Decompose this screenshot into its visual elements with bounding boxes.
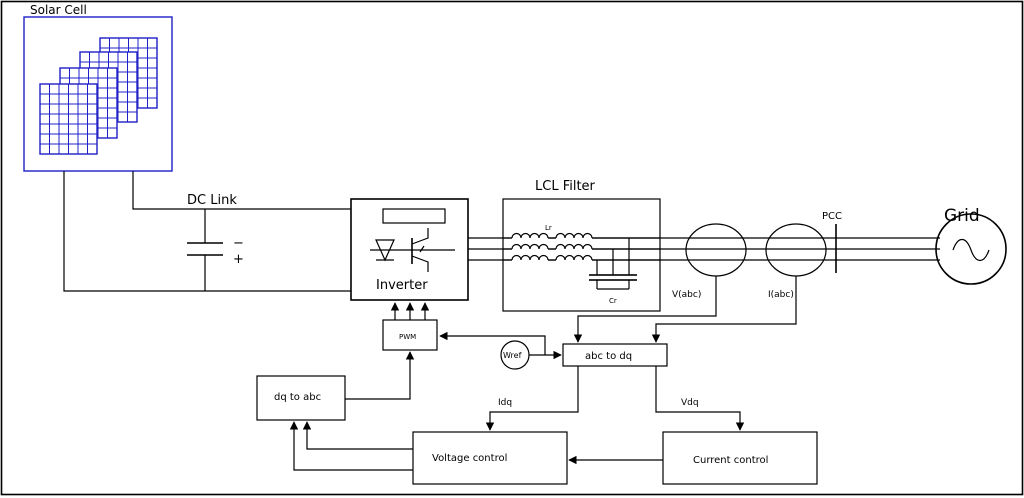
- abc-to-dq-label: abc to dq: [585, 351, 632, 362]
- pcc-label: PCC: [822, 211, 842, 222]
- inverter-switch-icon: [370, 228, 455, 272]
- inductor-coil: [511, 232, 549, 239]
- dq-abc-to-pwm: [345, 351, 415, 400]
- solar-panels: [39, 37, 158, 155]
- capacitor-cr-label: Cr: [609, 297, 617, 305]
- v-abc-label: V(abc): [672, 290, 701, 300]
- voltage-control-box: [412, 431, 568, 485]
- theta-to-pwm: [439, 331, 546, 355]
- inductor-label: Lr: [545, 224, 552, 232]
- vdq-signal: [655, 366, 745, 431]
- dq-to-abc-label: dq to abc: [274, 392, 321, 403]
- lcl-filter-box: [502, 198, 661, 312]
- current-control-label: Current control: [693, 455, 768, 466]
- i-abc-label: I(abc): [768, 290, 794, 300]
- inductor-coil: [511, 254, 549, 261]
- inverter-block: Inverter: [350, 198, 469, 301]
- dq-to-abc-block: dq to abc: [256, 375, 346, 421]
- idq-label: Idq: [498, 398, 512, 408]
- dq-to-abc-box: [256, 375, 346, 421]
- abc-to-dq-box: [562, 343, 668, 367]
- wref-block: Wref: [500, 340, 530, 370]
- capacitor-minus-label: −: [233, 236, 244, 251]
- voltage-control-to-dq-abc-2: [289, 421, 413, 471]
- solar-panel: [39, 83, 98, 155]
- voltage-control-label: Voltage control: [432, 453, 507, 464]
- abc-to-dq-block: abc to dq: [562, 343, 668, 367]
- dc-negative-wire: [63, 171, 351, 292]
- voltage-sensor: [685, 223, 747, 277]
- i-abc-feedback: [651, 276, 797, 343]
- dc-link-label: DC Link: [187, 193, 237, 208]
- inductor-coil: [511, 243, 549, 250]
- voltage-control-to-dq-abc-1: [302, 421, 413, 450]
- inverter-label: Inverter: [376, 278, 428, 293]
- solar-cell: Solar Cell: [23, 3, 173, 172]
- lcl-capacitors: Cr: [589, 238, 637, 305]
- voltage-control-block: Voltage control: [412, 431, 568, 485]
- lcl-inductors: [511, 232, 593, 261]
- inductor-coil: [555, 243, 593, 250]
- inverter-display: [382, 208, 446, 224]
- pwm-block: PWM: [382, 319, 438, 351]
- vdq-label: Vdq: [681, 398, 699, 408]
- dc-link-capacitor: − +: [187, 209, 244, 291]
- capacitor-plus-label: +: [233, 252, 244, 267]
- grid-circle: [935, 213, 1007, 285]
- v-abc-feedback: [573, 276, 717, 343]
- inductor-coil: [555, 254, 593, 261]
- lcl-filter-label: LCL Filter: [535, 179, 596, 194]
- grid-label: Grid: [944, 206, 980, 226]
- dc-positive-wire: [132, 171, 351, 210]
- inductor-coil: [555, 232, 593, 239]
- solar-cell-label: Solar Cell: [30, 3, 87, 17]
- idq-signal: [485, 366, 579, 431]
- current-sensor: [765, 223, 827, 277]
- ac-sine-icon: [952, 238, 990, 262]
- wref-label: Wref: [503, 351, 522, 360]
- pwm-label: PWM: [399, 333, 416, 341]
- current-control-box: [662, 431, 818, 485]
- grid-source: Grid: [935, 206, 1007, 285]
- current-control-block: Current control: [662, 431, 818, 485]
- lcl-filter: LCL Filter Lr Cr: [502, 179, 661, 312]
